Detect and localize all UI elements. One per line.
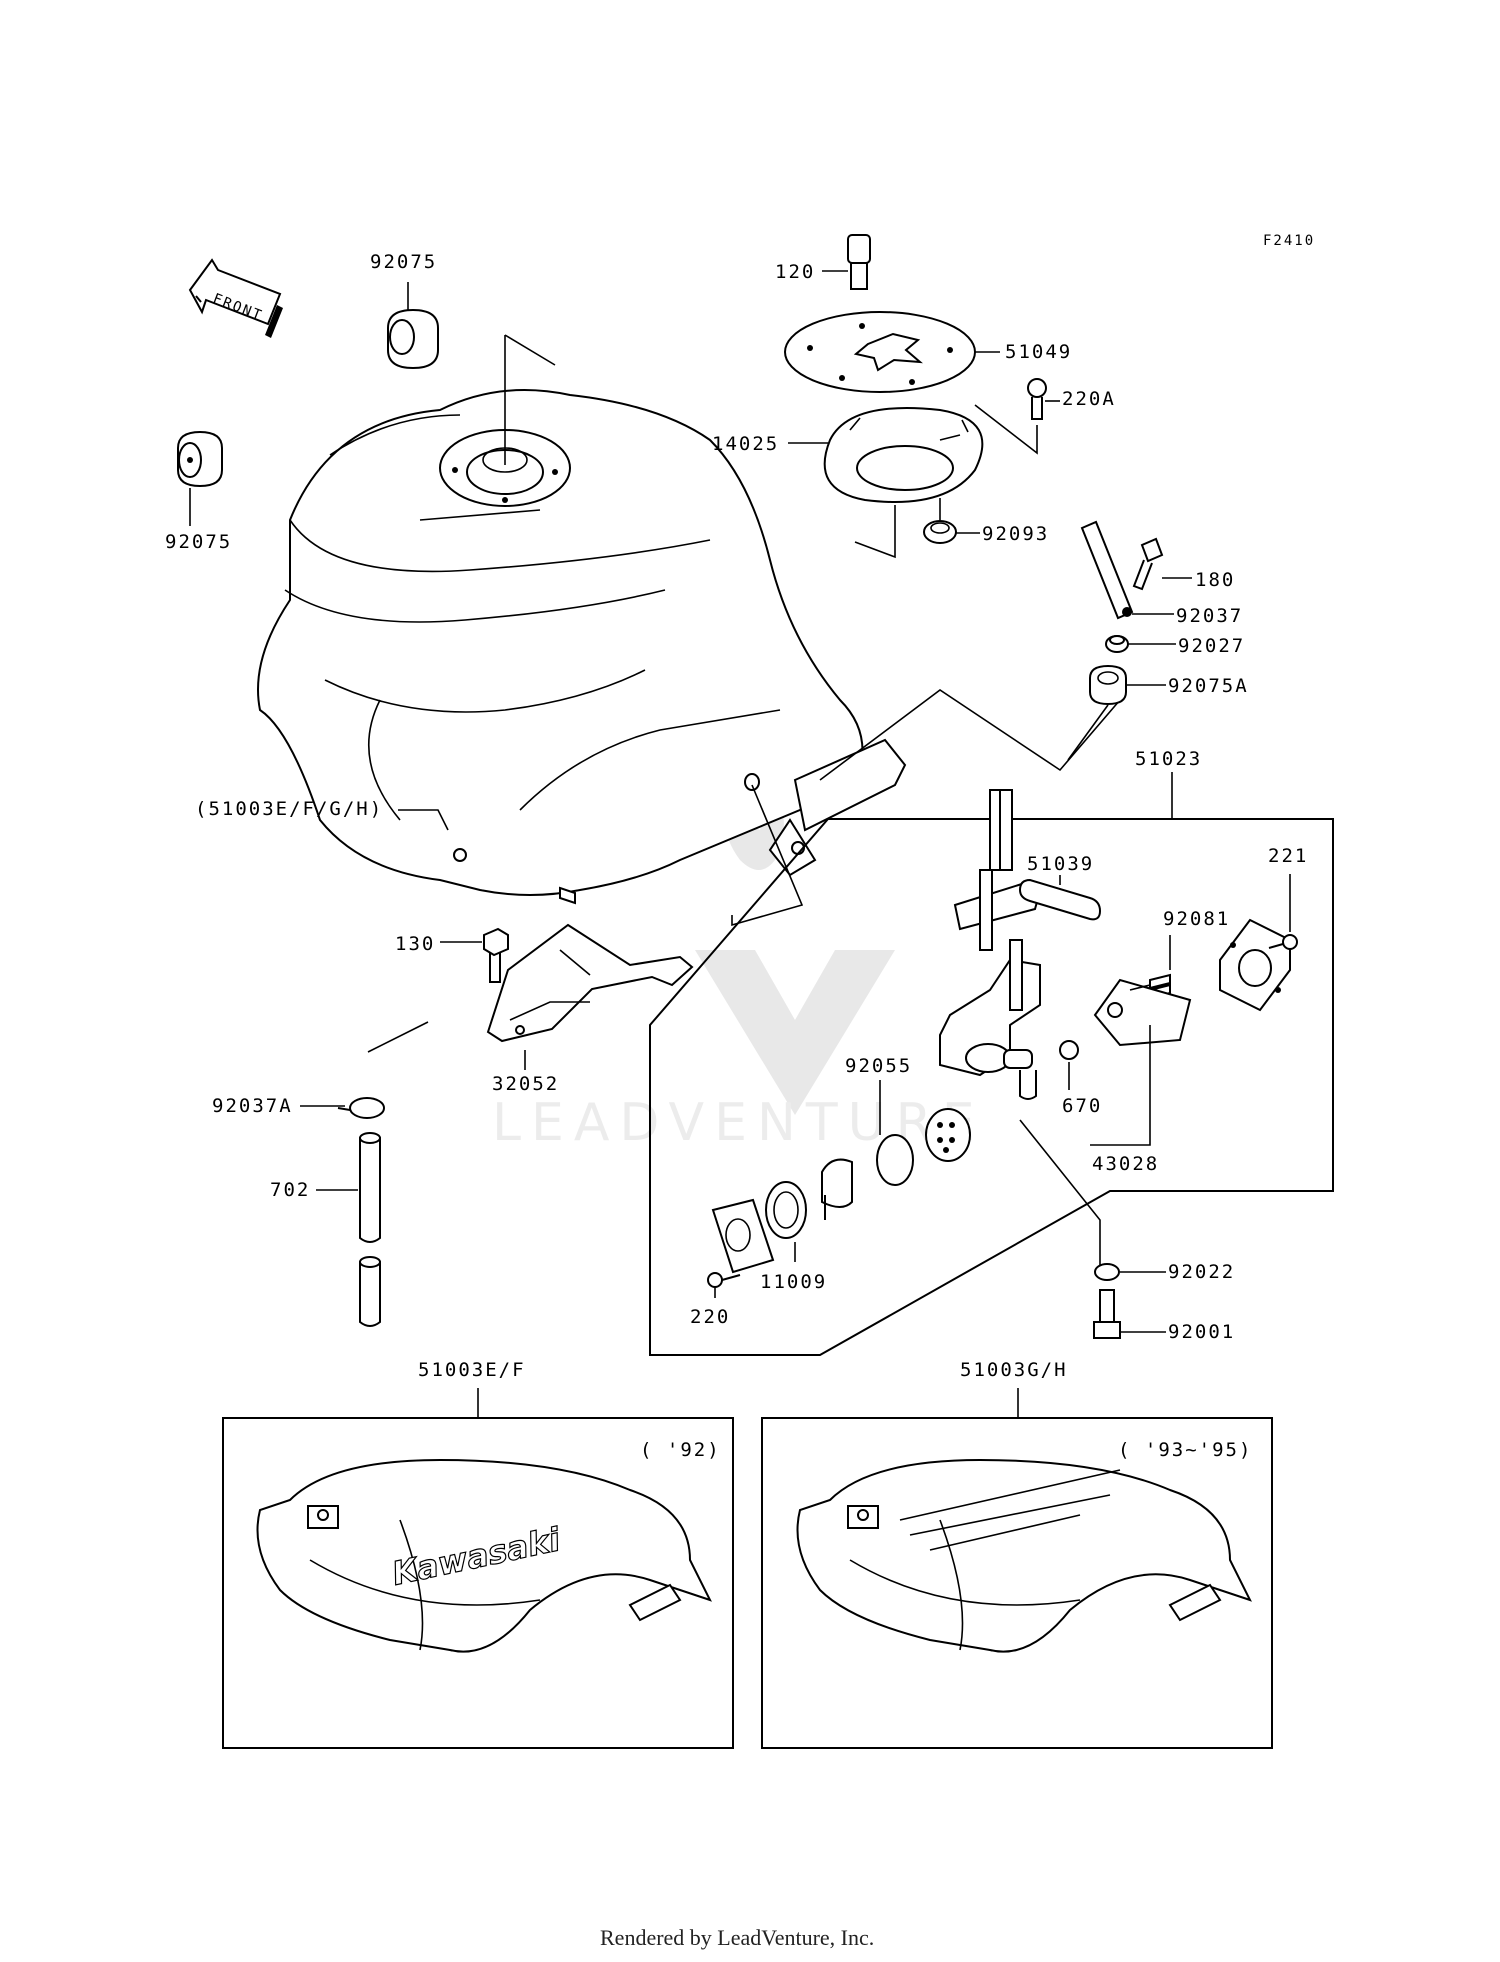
filter-disc	[925, 1108, 971, 1162]
bolt-130	[483, 927, 509, 983]
callout-14025: 14025	[712, 433, 779, 455]
cap-plate-51049	[784, 311, 976, 393]
diaphragm-43028	[1093, 978, 1192, 1047]
figure-code: F2410	[1263, 233, 1315, 249]
front-arrow-icon: FRONT	[188, 258, 283, 338]
callout-92093: 92093	[982, 523, 1049, 545]
footer-credit: Rendered by LeadVenture, Inc.	[600, 1925, 874, 1950]
callout-220: 220	[690, 1306, 730, 1328]
hose-702	[359, 1132, 381, 1327]
watermark-text: LEADVENTURE	[492, 1093, 985, 1153]
variant-2-tank	[796, 1458, 1252, 1653]
callout-92022: 92022	[1168, 1261, 1235, 1283]
grommet-92093	[923, 520, 957, 544]
callout-180: 180	[1195, 569, 1235, 591]
variant-1-box	[222, 1417, 734, 1749]
screw-221	[1268, 934, 1298, 950]
o-ring-670	[1059, 1040, 1079, 1060]
callout-92037A: 92037A	[212, 1095, 293, 1117]
strainer-92055-o-ring	[876, 1134, 914, 1186]
callout-43028: 43028	[1092, 1153, 1159, 1175]
fuel-cock-assembly-box	[649, 818, 1334, 1356]
callout-51003-main: (51003E/F/G/H)	[195, 798, 383, 820]
callout-92075-left: 92075	[165, 531, 232, 553]
callout-670: 670	[1062, 1095, 1102, 1117]
variant-2-part: 51003G/H	[960, 1359, 1068, 1381]
callout-92081: 92081	[1163, 908, 1230, 930]
fuel-cock-body	[939, 789, 1042, 1100]
callout-11009: 11009	[760, 1271, 827, 1293]
damper-92075A	[1089, 664, 1127, 706]
callout-51039: 51039	[1027, 853, 1094, 875]
screw-220A	[1027, 378, 1047, 420]
clip-92037A	[337, 1097, 385, 1119]
screw-220	[707, 1272, 741, 1288]
bracket-32052	[486, 923, 694, 1043]
washer-92022	[1094, 1263, 1120, 1281]
callout-92075A: 92075A	[1168, 675, 1249, 697]
callout-51023: 51023	[1135, 748, 1202, 770]
leadventure-watermark: LEADVENTURE	[492, 770, 985, 1153]
callout-130: 130	[395, 933, 435, 955]
callout-32052: 32052	[492, 1073, 559, 1095]
base-ring-14025	[823, 407, 984, 503]
callout-221: 221	[1268, 845, 1308, 867]
callout-220A: 220A	[1062, 388, 1116, 410]
cover-221	[1219, 918, 1291, 1012]
lever-plate	[711, 1198, 775, 1274]
callout-92037: 92037	[1176, 605, 1243, 627]
callout-702: 702	[270, 1179, 310, 1201]
rubber-damper-92075-top	[387, 308, 439, 370]
variant-1-tank: Kawasaki	[256, 1458, 712, 1653]
variant-2-box	[761, 1417, 1273, 1749]
collar-92027	[1105, 635, 1129, 653]
rubber-damper-92075-left	[177, 430, 223, 488]
variant-1-years: ( '92)	[640, 1439, 721, 1461]
stay-strap	[1080, 520, 1134, 620]
fuel-tank	[257, 389, 907, 905]
callout-92001: 92001	[1168, 1321, 1235, 1343]
bolt-92001	[1093, 1289, 1121, 1339]
variant-1-part: 51003E/F	[418, 1359, 526, 1381]
callout-92027: 92027	[1178, 635, 1245, 657]
variant-2-years: ( '93~'95)	[1118, 1439, 1252, 1461]
o-ring-51039	[1018, 878, 1102, 921]
callout-120: 120	[775, 261, 815, 283]
callout-51049: 51049	[1005, 341, 1072, 363]
callout-92055: 92055	[845, 1055, 912, 1077]
bolt-120	[847, 234, 871, 290]
bolt-180	[1132, 537, 1164, 591]
gasket-11009	[765, 1181, 807, 1239]
sediment-bowl	[821, 1158, 853, 1220]
callout-92075-top: 92075	[370, 251, 437, 273]
